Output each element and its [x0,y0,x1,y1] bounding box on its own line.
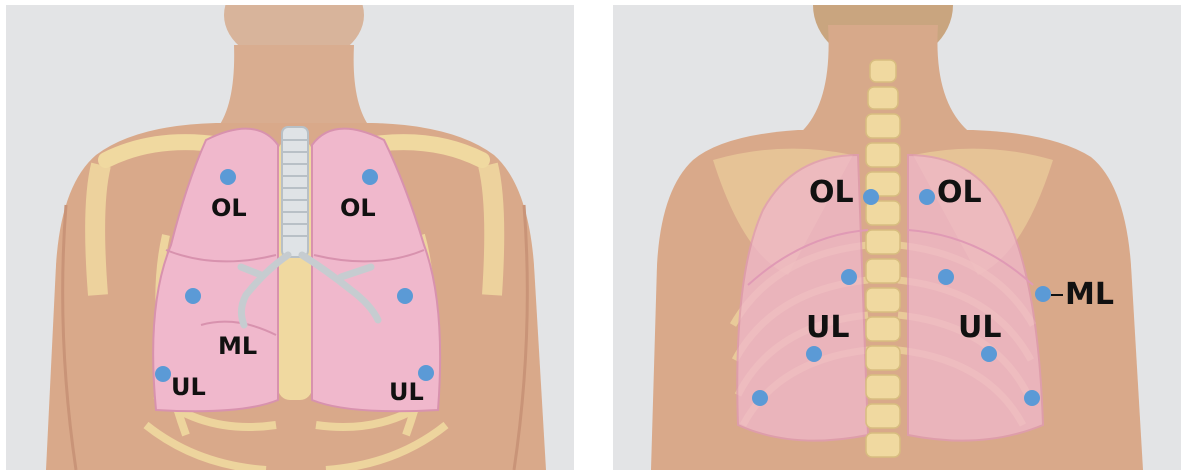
label-back-left-upper-lobe: OL [809,178,854,208]
auscultation-point-icon [981,346,997,362]
label-front-right-lower-lobe: UL [389,380,424,404]
front-view-panel: OL OL ML UL UL [6,5,574,470]
label-back-left-lower-lobe: UL [806,313,849,343]
auscultation-point-icon [1024,390,1040,406]
auscultation-point-icon [155,366,171,382]
back-view-panel: OL OL UL UL ML [613,5,1181,470]
auscultation-point-icon [362,169,378,185]
auscultation-point-icon [863,189,879,205]
label-back-middle-lobe: ML [1065,280,1114,310]
label-front-right-upper-lobe: OL [340,196,376,220]
label-front-middle-lobe: ML [218,334,257,358]
auscultation-point-icon [185,288,201,304]
auscultation-point-icon [752,390,768,406]
label-leader-line [1051,294,1063,296]
auscultation-point-icon [919,189,935,205]
auscultation-point-icon [938,269,954,285]
label-front-left-lower-lobe: UL [171,375,206,399]
auscultation-point-icon [841,269,857,285]
label-front-left-upper-lobe: OL [211,196,247,220]
back-torso-illustration [613,5,1181,470]
auscultation-point-icon [220,169,236,185]
auscultation-point-icon [1035,286,1051,302]
auscultation-point-icon [397,288,413,304]
label-back-right-upper-lobe: OL [937,178,982,208]
auscultation-point-icon [806,346,822,362]
front-torso-illustration [6,5,574,470]
label-back-right-lower-lobe: UL [958,313,1001,343]
